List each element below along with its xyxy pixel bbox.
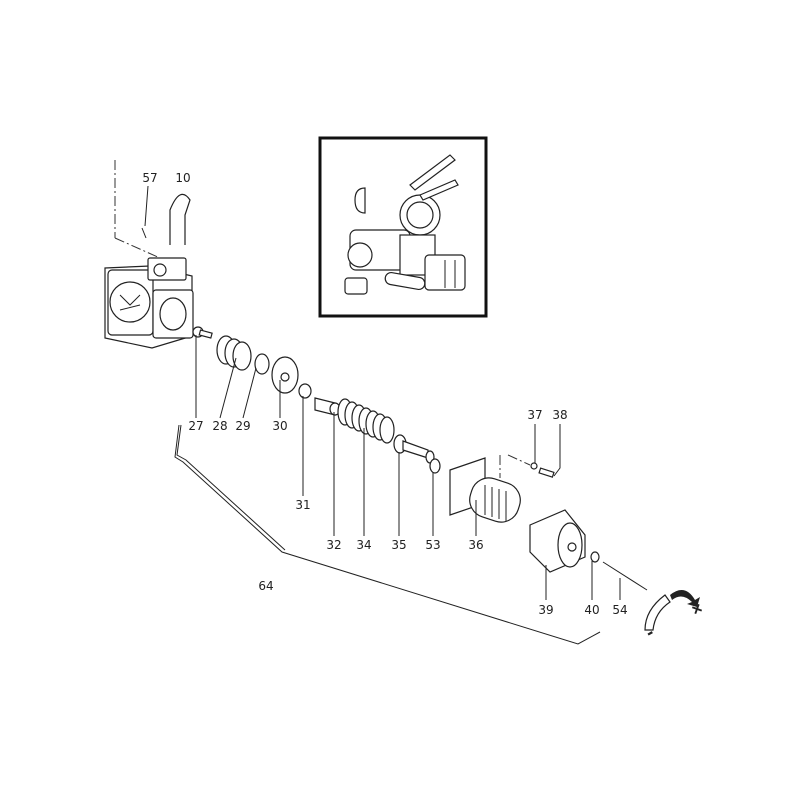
callout-10: 10: [175, 171, 190, 185]
callout-30: 30: [272, 419, 287, 433]
callout-28: 28: [212, 419, 227, 433]
callout-31: 31: [295, 498, 310, 512]
callout-38: 38: [552, 408, 567, 422]
adjusting-knob: [529, 509, 586, 573]
callout-57: 57: [142, 171, 157, 185]
axis-line: [114, 237, 161, 259]
o-ring: [298, 383, 312, 399]
callout-37: 37: [527, 408, 542, 422]
callout-40: 40: [584, 603, 599, 617]
callout-36: 36: [468, 538, 483, 552]
axis-line: [507, 454, 531, 466]
callout-54: 54: [612, 603, 627, 617]
callout-39: 39: [538, 603, 553, 617]
rotation-arrow-icon: [644, 590, 700, 631]
callout-27: 27: [188, 419, 203, 433]
piston: [314, 397, 341, 416]
u-clip: [169, 193, 191, 245]
washer-small: [530, 462, 538, 470]
callout-35: 35: [391, 538, 406, 552]
screw: [192, 326, 213, 339]
washer: [254, 353, 270, 375]
valve-disc: [271, 356, 299, 394]
leader-lines: [144, 185, 621, 600]
pin: [141, 227, 147, 239]
spring-large: [337, 398, 395, 444]
cap-screw: [538, 467, 555, 478]
callout-34: 34: [356, 538, 371, 552]
assembled-view-inset: [318, 136, 488, 318]
valve-housing: [104, 257, 194, 349]
callout-64: 64: [258, 579, 273, 593]
long-bolt: [602, 561, 648, 591]
spindle: [393, 434, 435, 464]
callout-32: 32: [326, 538, 341, 552]
o-ring: [429, 458, 441, 474]
assembly-bracket: [174, 424, 601, 645]
spring-small: [216, 335, 252, 371]
cover-flange: [449, 457, 521, 523]
callout-53: 53: [425, 538, 440, 552]
callout-29: 29: [235, 419, 250, 433]
rotation-plus: +: [688, 597, 707, 619]
ring: [590, 551, 600, 563]
